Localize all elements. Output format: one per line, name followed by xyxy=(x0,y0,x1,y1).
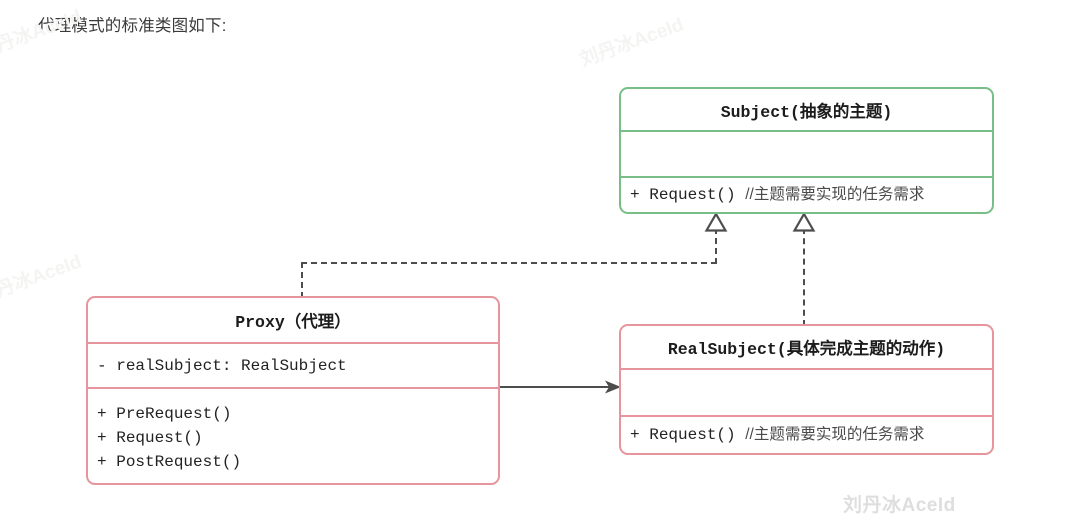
relation-proxy-subject-segment-vertical-left xyxy=(301,262,303,298)
class-methods-subject: + Request() //主题需要实现的任务需求 xyxy=(621,176,992,212)
relation-realsubject-subject-arrowhead xyxy=(792,212,816,232)
member-text: + xyxy=(630,186,640,204)
class-title-proxy: Proxy（代理） xyxy=(88,298,498,342)
member-signature: Request() xyxy=(649,186,736,204)
member-signature: PreRequest() xyxy=(116,405,232,423)
member-visibility: - xyxy=(97,356,107,375)
class-member: + Request() //主题需要实现的任务需求 xyxy=(630,183,992,207)
class-member: + Request() xyxy=(97,426,498,450)
watermark-faint-left-lower: 刘丹冰AceId xyxy=(0,251,85,309)
member-comment: //主题需要实现的任务需求 xyxy=(745,186,925,203)
page-title: 代理模式的标准类图如下: xyxy=(38,17,227,35)
class-member: + Request() //主题需要实现的任务需求 xyxy=(630,423,992,447)
watermark-faint-top: 刘丹冰AceId xyxy=(577,14,687,72)
class-box-subject[interactable]: Subject(抽象的主题) + Request() //主题需要实现的任务需求 xyxy=(619,87,994,214)
member-signature: realSubject: RealSubject xyxy=(116,356,347,375)
class-member: + PostRequest() xyxy=(97,450,498,474)
relation-proxy-subject-segment-vertical-right xyxy=(715,228,717,264)
member-comment: //主题需要实现的任务需求 xyxy=(745,426,925,443)
class-attributes-subject xyxy=(621,130,992,176)
member-signature: Request() xyxy=(116,429,203,447)
relation-proxy-realsubject-line xyxy=(500,386,610,388)
class-member: - realSubject: RealSubject xyxy=(97,354,498,378)
class-title-proxy-text: Proxy（代理） xyxy=(235,313,351,332)
class-title-subject: Subject(抽象的主题) xyxy=(621,89,992,130)
class-title-realsubject-text: RealSubject(具体完成主题的动作) xyxy=(667,340,946,359)
class-title-subject-text: Subject(抽象的主题) xyxy=(720,102,893,122)
member-visibility: + xyxy=(97,429,107,447)
class-box-realsubject[interactable]: RealSubject(具体完成主题的动作) + Request() //主题需… xyxy=(619,324,994,455)
member-visibility: + xyxy=(630,426,640,444)
class-member: + PreRequest() xyxy=(97,402,498,426)
class-box-proxy[interactable]: Proxy（代理） - realSubject: RealSubject + P… xyxy=(86,296,500,485)
member-signature: Request() xyxy=(649,426,736,444)
watermark-signature: 刘丹冰AceId xyxy=(843,495,956,516)
member-visibility: + xyxy=(97,453,107,471)
relation-realsubject-subject-segment-vertical xyxy=(803,228,805,326)
class-attributes-realsubject xyxy=(621,368,992,415)
class-methods-proxy: + PreRequest() + Request() + PostRequest… xyxy=(88,387,498,483)
member-visibility: + xyxy=(97,405,107,423)
class-methods-realsubject: + Request() //主题需要实现的任务需求 xyxy=(621,415,992,453)
relation-proxy-subject-arrowhead xyxy=(704,212,728,232)
class-title-realsubject: RealSubject(具体完成主题的动作) xyxy=(621,326,992,368)
member-signature: PostRequest() xyxy=(116,453,242,471)
class-attributes-proxy: - realSubject: RealSubject xyxy=(88,342,498,387)
relation-proxy-subject-segment-horizontal xyxy=(301,262,717,264)
